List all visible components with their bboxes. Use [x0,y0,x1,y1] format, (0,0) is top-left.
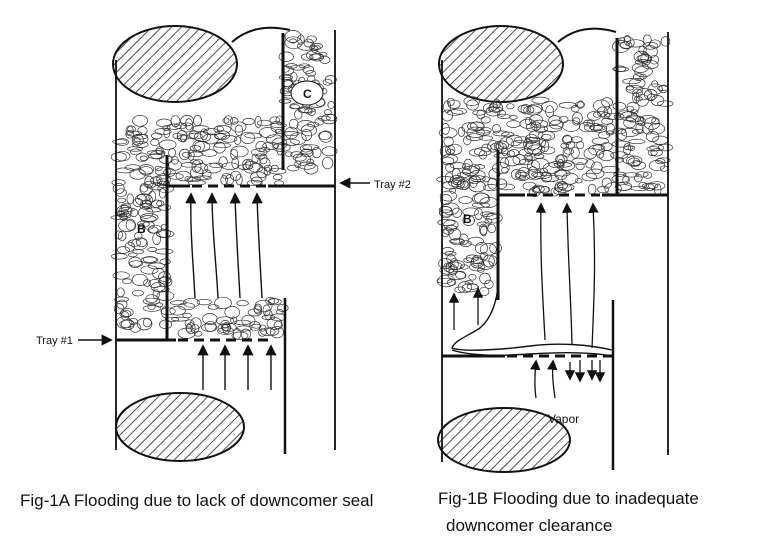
vapor-arrows-lower [197,344,277,390]
caption-fig-1b-line1: Fig-1B Flooding due to inadequate [438,489,699,508]
froth-region [436,34,674,297]
tray-2-label: Tray #2 [374,179,411,191]
vapor-arrows-upper [535,202,599,349]
fig-1a: C B Tray #2 Tray #1 Fig-1A Flooding due … [20,25,411,510]
vapor-label: Vapor [548,412,579,426]
zone-c-bubble [290,80,324,106]
zone-b-label: B [463,212,472,226]
zone-c-label: C [303,87,312,101]
vapor-arrows-upper [185,192,263,299]
tray-1-label: Tray #1 [36,335,73,347]
caption-fig-1b-line2: downcomer clearance [446,516,612,535]
top-cut-edge [557,27,617,43]
liquid-backup-flow [451,284,613,357]
top-cut-edge [231,26,291,43]
zone-b-label: B [137,222,146,236]
downcomer-arrows [448,287,484,330]
bottom-cut-hatch [115,392,245,462]
caption-fig-1a: Fig-1A Flooding due to lack of downcomer… [20,491,373,510]
top-cut-hatch [438,25,564,103]
top-cut-hatch [112,25,238,103]
fig-1b: B Vapor Fig-1B Flooding due to inadequat… [436,25,699,535]
vapor-arrows-lower [530,359,606,399]
bottom-cut-hatch [437,407,571,473]
